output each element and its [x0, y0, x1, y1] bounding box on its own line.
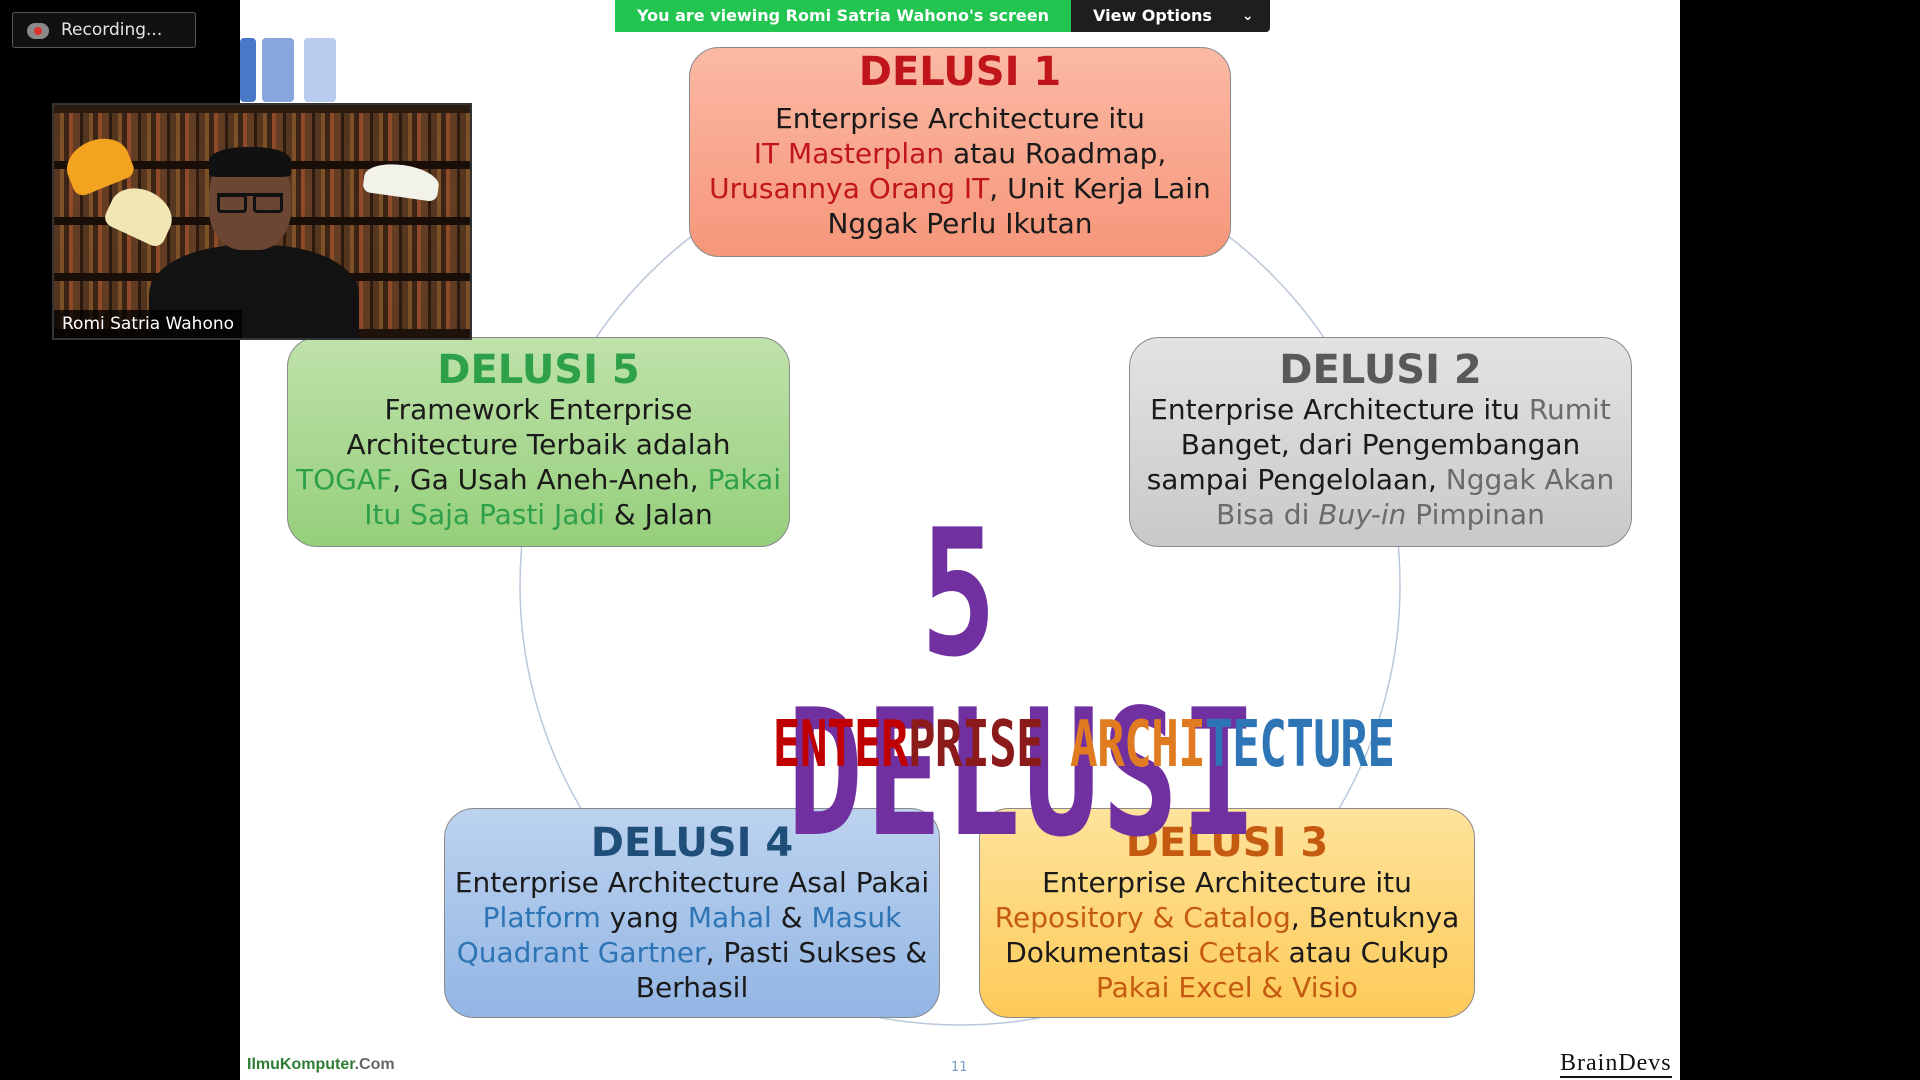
participant-video-tile[interactable]: Romi Satria Wahono — [52, 103, 472, 340]
delusi-1-box: DELUSI 1 Enterprise Architecture itu IT … — [689, 47, 1231, 257]
footer-brand-text: BrainDevs — [1560, 1050, 1672, 1078]
text: yang — [600, 901, 688, 934]
text: , Pasti Sukses & — [705, 936, 928, 969]
text: , Bentuknya — [1290, 901, 1460, 934]
delusi-3-box: DELUSI 3 Enterprise Architecture itu Rep… — [979, 808, 1475, 1018]
delusi-3-text: Enterprise Architecture itu Repository &… — [980, 865, 1474, 1005]
subtitle-part: ARCHI — [1070, 708, 1206, 782]
highlight: Nggak Akan — [1445, 463, 1615, 496]
deco-square — [262, 38, 294, 102]
highlight: Cetak — [1198, 936, 1280, 969]
delusi-5-title: DELUSI 5 — [437, 347, 640, 393]
participant-hair — [209, 147, 291, 177]
delusi-4-text: Enterprise Architecture Asal Pakai Platf… — [445, 865, 939, 1005]
highlight: Pimpinan — [1406, 498, 1545, 531]
highlight: Quadrant Gartner — [456, 936, 706, 969]
slide-main-title: 5 DELUSI — [787, 493, 1260, 876]
delusi-2-title: DELUSI 2 — [1279, 347, 1482, 393]
text-line: Enterprise Architecture itu — [775, 102, 1145, 135]
highlight: Pakai — [707, 463, 782, 496]
delusi-2-text: Enterprise Architecture itu Rumit Banget… — [1130, 392, 1631, 532]
text-line: Quadrant Gartner, Pasti Sukses & — [445, 935, 939, 970]
text: atau Cukup — [1279, 936, 1449, 969]
viewing-screen-label: You are viewing Romi Satria Wahono's scr… — [615, 0, 1071, 32]
highlight: Repository & Catalog — [994, 901, 1291, 934]
recording-indicator[interactable]: Recording... — [12, 12, 196, 48]
text-line: Bisa di Buy-in Pimpinan — [1130, 497, 1631, 532]
highlight: Bisa di — [1216, 498, 1319, 531]
slide-subtitle: ENTERPRISE ARCHITECTURE — [772, 708, 1395, 782]
text-line: Platform yang Mahal & Masuk — [445, 900, 939, 935]
text-line: Enterprise Architecture Asal Pakai — [454, 866, 930, 899]
text-line: Banget, dari Pengembangan — [1180, 428, 1581, 461]
text-line: Enterprise Architecture itu — [1042, 866, 1412, 899]
text-line: Framework Enterprise — [384, 393, 693, 426]
highlight: Rumit — [1528, 393, 1611, 426]
delusi-3-title: DELUSI 3 — [1125, 820, 1329, 866]
text: Enterprise Architecture itu — [1150, 393, 1529, 426]
text: , Unit Kerja Lain — [989, 172, 1211, 205]
text: atau Roadmap, — [944, 137, 1167, 170]
deco-square — [304, 38, 336, 102]
delusi-5-box: DELUSI 5 Framework Enterprise Architectu… — [287, 337, 790, 547]
delusi-4-box: DELUSI 4 Enterprise Architecture Asal Pa… — [444, 808, 940, 1018]
view-options-label: View Options — [1093, 6, 1212, 25]
participant-glasses — [217, 193, 283, 213]
subtitle-part: ENTER — [772, 708, 909, 782]
highlight: Platform — [482, 901, 601, 934]
text: & — [771, 901, 812, 934]
highlight: Urusannya Orang IT — [709, 172, 990, 205]
highlight: Pakai Excel & Visio — [1096, 971, 1358, 1004]
delusi-1-title: DELUSI 1 — [858, 49, 1062, 95]
chevron-down-icon: ⌄ — [1241, 8, 1254, 24]
text-line: TOGAF, Ga Usah Aneh-Aneh, Pakai — [288, 462, 789, 497]
delusi-5-text: Framework Enterprise Architecture Terbai… — [288, 392, 789, 532]
view-options-button[interactable]: View Options ⌄ — [1071, 0, 1270, 32]
text: Dokumentasi — [1005, 936, 1199, 969]
text-line: Dokumentasi Cetak atau Cukup — [980, 935, 1474, 970]
subtitle-part: TECTURE — [1205, 708, 1395, 782]
delusi-2-box: DELUSI 2 Enterprise Architecture itu Rum… — [1129, 337, 1632, 547]
deco-square — [240, 38, 256, 102]
footer-site-name: IlmuKomputer — [247, 1056, 355, 1073]
recording-label: Recording... — [61, 20, 163, 40]
subtitle-part: PRISE — [907, 708, 1071, 782]
text-line: Architecture Terbaik adalah — [346, 428, 731, 461]
text-line: IT Masterplan atau Roadmap, — [690, 136, 1230, 171]
text: & Jalan — [604, 498, 713, 531]
footer-braindevs-logo: BrainDevs — [1560, 1050, 1672, 1078]
highlight: Itu Saja Pasti Jadi — [364, 498, 605, 531]
highlight: Mahal — [687, 901, 772, 934]
text-line: Itu Saja Pasti Jadi & Jalan — [288, 497, 789, 532]
screen-share-banner: You are viewing Romi Satria Wahono's scr… — [615, 0, 1270, 32]
text: , Ga Usah Aneh-Aneh, — [392, 463, 708, 496]
text-line: Enterprise Architecture itu Rumit — [1130, 392, 1631, 427]
highlight: Buy-in — [1318, 498, 1407, 531]
footer-site-tld: .Com — [354, 1056, 395, 1073]
cloud-recording-icon — [27, 21, 49, 39]
text-line: Berhasil — [635, 971, 749, 1004]
slide-page-number: 11 — [951, 1060, 968, 1075]
highlight: TOGAF — [295, 463, 393, 496]
text-line: Nggak Perlu Ikutan — [827, 207, 1093, 240]
participant-name-label: Romi Satria Wahono — [54, 310, 243, 338]
text-line: sampai Pengelolaan, Nggak Akan — [1130, 462, 1631, 497]
text-line: Urusannya Orang IT, Unit Kerja Lain — [690, 171, 1230, 206]
delusi-1-text: Enterprise Architecture itu IT Masterpla… — [690, 101, 1230, 241]
text: sampai Pengelolaan, — [1146, 463, 1446, 496]
highlight: IT Masterplan — [753, 137, 945, 170]
footer-site-logo: IlmuKomputer.Com — [247, 1056, 395, 1074]
highlight: Masuk — [811, 901, 902, 934]
delusi-4-title: DELUSI 4 — [590, 820, 794, 866]
text-line: Repository & Catalog, Bentuknya — [980, 900, 1474, 935]
